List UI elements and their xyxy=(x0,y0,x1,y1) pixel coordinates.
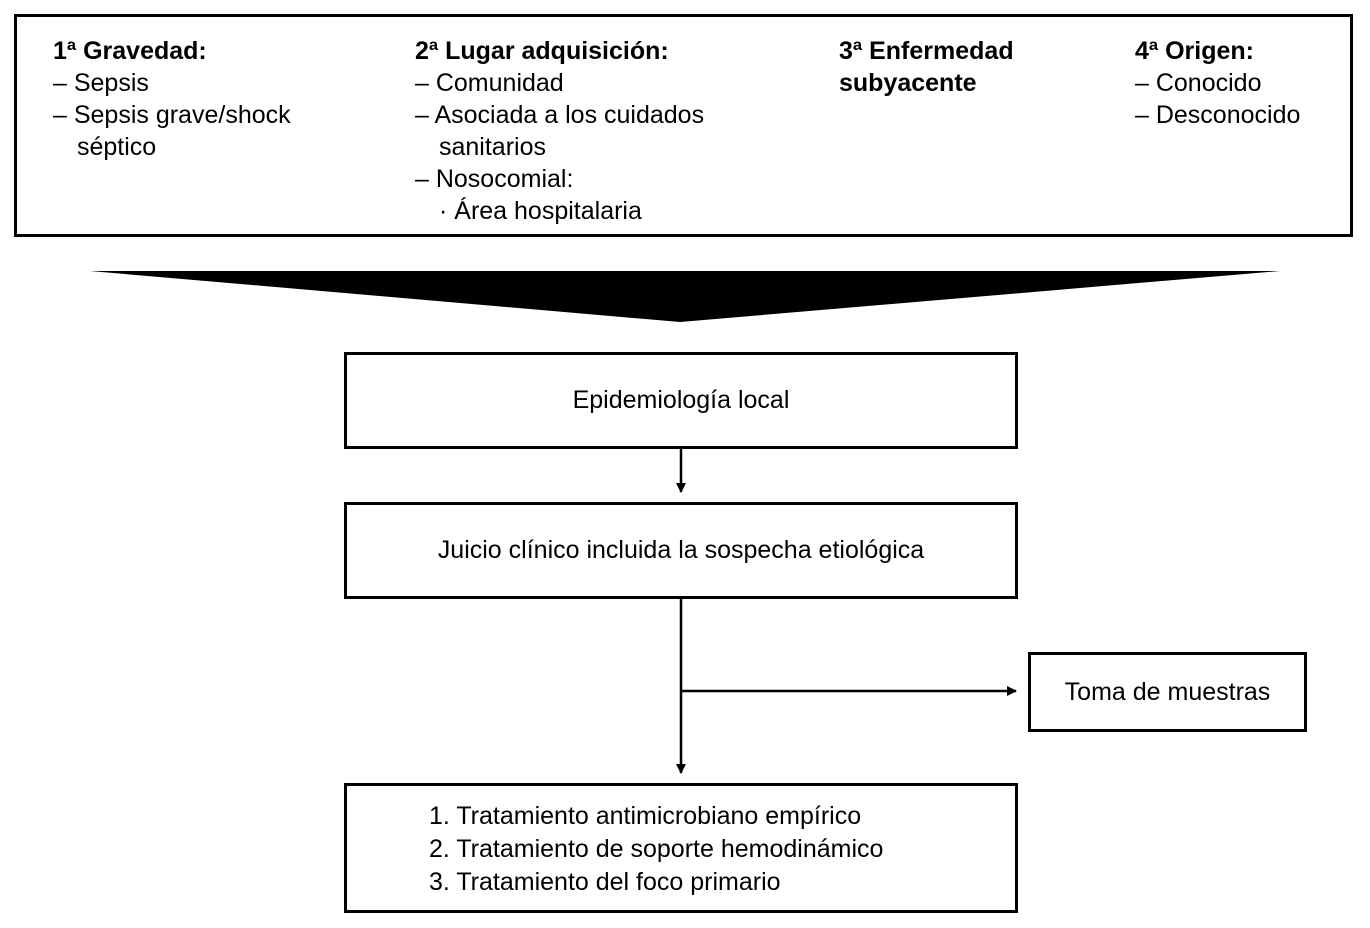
criteria-box: 1ª Gravedad: – Sepsis – Sepsis grave/sho… xyxy=(14,14,1353,237)
criterion-lugar: 2ª Lugar adquisición: – Comunidad – Asoc… xyxy=(415,35,775,227)
criterion-item: – Sepsis xyxy=(53,69,149,97)
funnel-arrow xyxy=(90,271,1280,322)
criterion-item: – Desconocido xyxy=(1135,101,1301,129)
criterion-enfermedad: 3ª Enfermedad subyacente xyxy=(839,35,1089,99)
toma-muestras-box: Toma de muestras xyxy=(1028,652,1307,732)
criterion-item: – Asociada a los cuidados sanitarios xyxy=(415,101,705,161)
tratamiento-list: 1. Tratamiento antimicrobiano empírico 2… xyxy=(429,800,883,899)
criterion-gravedad: 1ª Gravedad: – Sepsis – Sepsis grave/sho… xyxy=(53,35,353,163)
tratamiento-box: 1. Tratamiento antimicrobiano empírico 2… xyxy=(344,783,1018,913)
criterion-item: – Comunidad xyxy=(415,69,564,97)
criterion-origen: 4ª Origen: – Conocido – Desconocido xyxy=(1135,35,1355,131)
criterion-title: 1ª Gravedad: xyxy=(53,37,207,65)
criterion-title: 4ª Origen: xyxy=(1135,37,1254,65)
tratamiento-item: 1. Tratamiento antimicrobiano empírico xyxy=(429,802,862,830)
criterion-title: 3ª Enfermedad xyxy=(839,37,1014,65)
juicio-box: Juicio clínico incluida la sospecha etio… xyxy=(344,502,1018,599)
tratamiento-item: 3. Tratamiento del foco primario xyxy=(429,868,781,896)
criterion-item: – Sepsis grave/shock séptico xyxy=(53,101,291,161)
juicio-label: Juicio clínico incluida la sospecha etio… xyxy=(437,536,925,564)
toma-label: Toma de muestras xyxy=(1064,677,1271,706)
tratamiento-item: 2. Tratamiento de soporte hemodinámico xyxy=(429,835,884,863)
epidemiologia-label: Epidemiología local xyxy=(572,386,790,414)
epidemiologia-box: Epidemiología local xyxy=(344,352,1018,449)
criterion-item: – Nosocomial: xyxy=(415,165,574,193)
criterion-subitem: · Área hospitalaria xyxy=(439,197,642,225)
criterion-item: – Conocido xyxy=(1135,69,1262,97)
criterion-title-continued: subyacente xyxy=(839,69,977,97)
criterion-title: 2ª Lugar adquisición: xyxy=(415,37,669,65)
